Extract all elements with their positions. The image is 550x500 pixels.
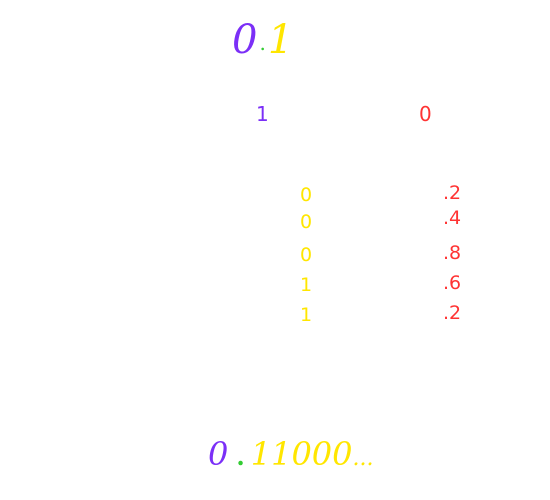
binary-point: . (236, 442, 245, 471)
bit-row-1: 0 (300, 184, 313, 206)
decimal-fraction-part: 1 (267, 17, 294, 63)
binary-integer-part: 0 (208, 435, 229, 473)
remainder-row-5: .2 (443, 302, 462, 324)
decimal-value: 0.1 (232, 20, 293, 60)
bit-row-3: 0 (300, 244, 313, 266)
remainder-row-3: .8 (443, 242, 462, 264)
bit-row-5: 1 (300, 304, 313, 326)
header-right-value: 0 (419, 102, 432, 126)
remainder-row-2: .4 (443, 207, 462, 229)
decimal-integer-part: 0 (232, 17, 258, 63)
decimal-point: . (259, 31, 266, 55)
remainder-row-1: .2 (443, 182, 462, 204)
bit-row-2: 0 (300, 211, 313, 233)
binary-fraction-digits: 11000 (250, 435, 353, 473)
header-left-value: 1 (256, 102, 269, 126)
binary-result: 0.11000... (208, 438, 374, 470)
bit-row-4: 1 (300, 274, 313, 296)
binary-ellipsis: ... (352, 446, 374, 471)
remainder-row-4: .6 (443, 272, 462, 294)
